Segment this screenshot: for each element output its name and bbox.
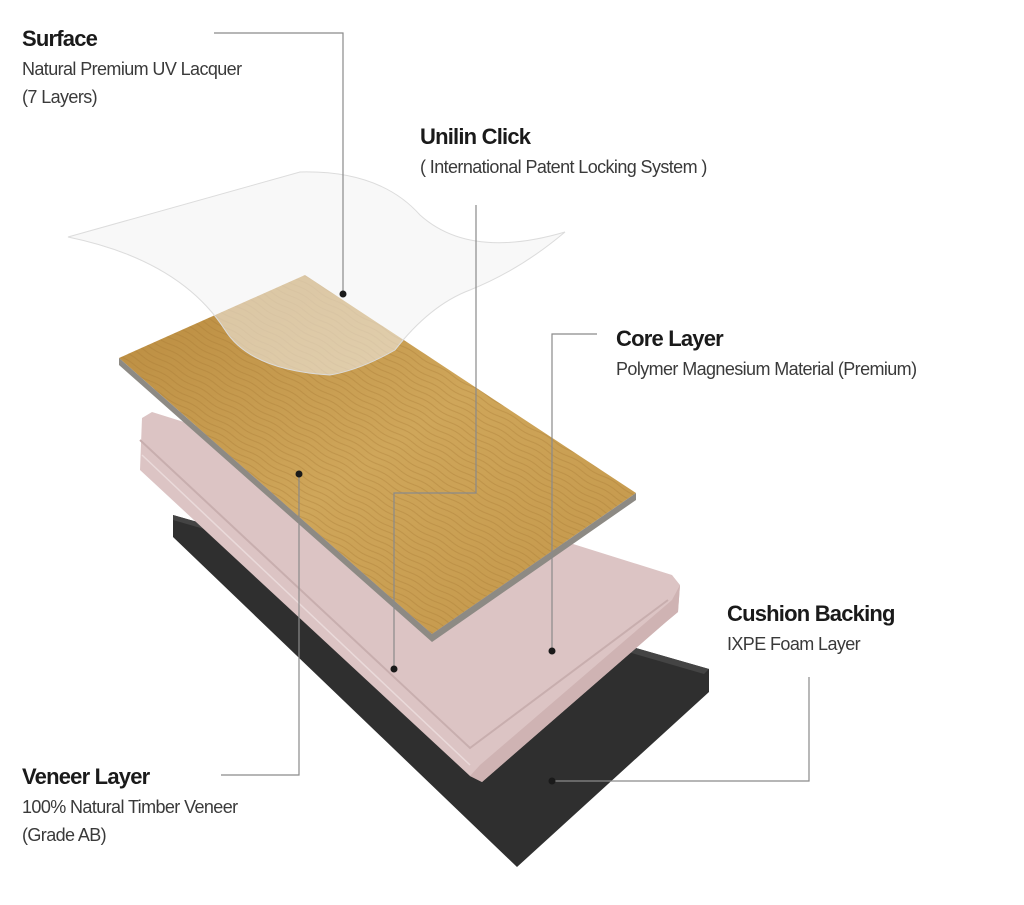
unilin-title: Unilin Click xyxy=(420,124,531,149)
cushion-desc: IXPE Foam Layer xyxy=(727,634,861,655)
cushion-leader xyxy=(552,677,810,782)
surface-lacquer-film xyxy=(67,171,566,376)
core-title: Core Layer xyxy=(616,326,724,351)
unilin-leader xyxy=(393,205,477,669)
leader-lines xyxy=(214,32,810,782)
surface-desc-1: Natural Premium UV Lacquer xyxy=(22,59,242,80)
veneer-leader xyxy=(221,474,300,776)
core-desc: Polymer Magnesium Material (Premium) xyxy=(616,359,917,380)
surface-leader xyxy=(214,32,344,294)
core-leader xyxy=(551,333,597,651)
veneer-label: Veneer Layer 100% Natural Timber Veneer … xyxy=(22,760,238,850)
leader-dots xyxy=(295,290,556,785)
cushion-label: Cushion Backing IXPE Foam Layer xyxy=(727,597,895,659)
veneer-title: Veneer Layer xyxy=(22,764,150,789)
surface-title: Surface xyxy=(22,26,98,51)
surface-desc-2: (7 Layers) xyxy=(22,86,98,107)
veneer-wood-board xyxy=(119,275,636,642)
core-label: Core Layer Polymer Magnesium Material (P… xyxy=(616,322,917,384)
unilin-desc: ( International Patent Locking System ) xyxy=(420,157,707,178)
unilin-label: Unilin Click ( International Patent Lock… xyxy=(420,120,707,182)
surface-label: Surface Natural Premium UV Lacquer (7 La… xyxy=(22,22,242,112)
veneer-desc-1: 100% Natural Timber Veneer xyxy=(22,797,238,818)
cushion-title: Cushion Backing xyxy=(727,601,895,626)
veneer-desc-2: (Grade AB) xyxy=(22,824,107,845)
